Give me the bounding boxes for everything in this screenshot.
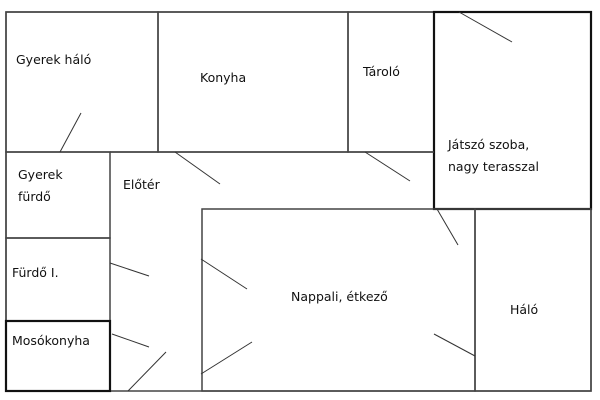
label-furdo-1: Fürdő I. xyxy=(12,265,59,280)
room-mosokonyha xyxy=(4,319,112,393)
label-nappali: Nappali, étkező xyxy=(291,289,388,304)
outer-wall xyxy=(5,11,592,392)
room-jatszo-szoba xyxy=(432,10,593,211)
label-mosokonyha: Mosókonyha xyxy=(12,333,90,348)
door-tarolo xyxy=(364,151,411,182)
label-jatszo-2: nagy terasszal xyxy=(448,159,539,174)
door-furdo-1 xyxy=(109,262,150,277)
door-jatszo-terasz xyxy=(458,11,513,43)
label-eloter: Előtér xyxy=(123,177,161,192)
door-gyerek-halo xyxy=(59,112,82,153)
label-gyerek-halo: Gyerek háló xyxy=(16,52,91,67)
door-mosokonyha xyxy=(111,333,150,348)
door-halo xyxy=(433,333,476,357)
label-tarolo: Tároló xyxy=(362,64,400,79)
room-gyerek-halo xyxy=(5,11,159,153)
label-jatszo-1: Játszó szoba, xyxy=(447,137,529,152)
room-tarolo xyxy=(347,11,435,153)
label-gyerek-furdo-1: Gyerek xyxy=(18,167,63,182)
door-nappali-1 xyxy=(200,258,248,290)
door-konyha xyxy=(174,151,221,185)
door-nappali-2 xyxy=(200,341,253,375)
label-gyerek-furdo-2: fürdő xyxy=(18,189,51,204)
door-jatszo xyxy=(436,208,459,246)
label-konyha: Konyha xyxy=(200,70,246,85)
room-konyha xyxy=(157,11,349,153)
label-halo: Háló xyxy=(510,302,538,317)
door-entrance xyxy=(127,351,167,392)
room-halo xyxy=(474,208,592,392)
